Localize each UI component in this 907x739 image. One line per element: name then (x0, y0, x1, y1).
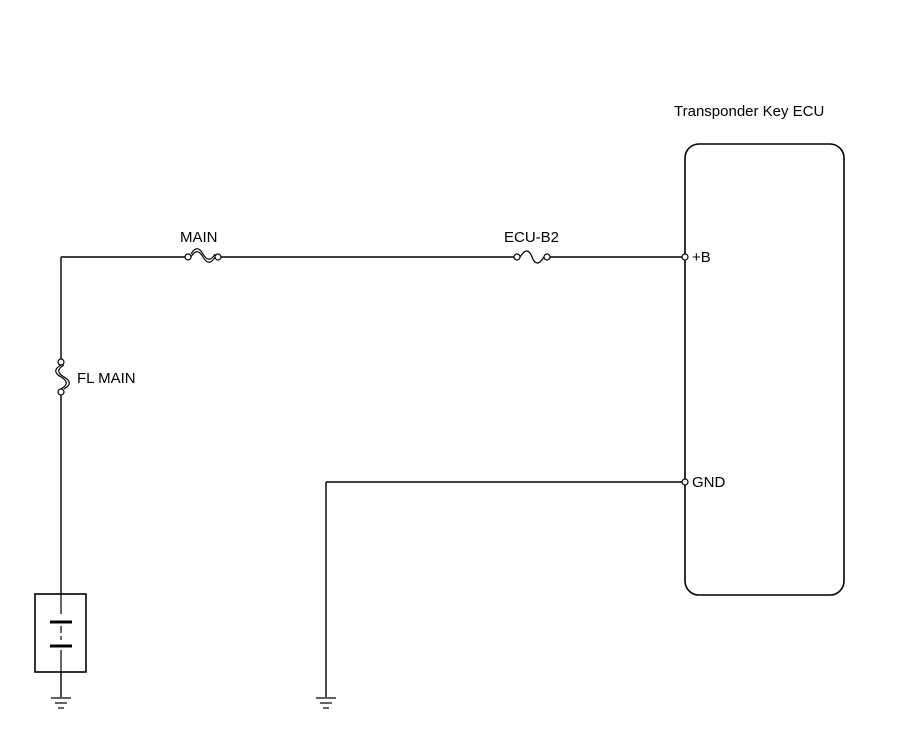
main-fuse-label: MAIN (180, 229, 218, 246)
gnd-pin-terminal (681, 478, 689, 486)
ecu-b2-fuse-icon (513, 250, 551, 264)
battery-icon (34, 593, 87, 673)
battery-ground-icon (51, 697, 71, 709)
gnd-pin-label: GND (692, 474, 726, 491)
ecu-title: Transponder Key ECU (674, 103, 824, 120)
fl-main-fuse-icon (55, 358, 70, 396)
fl-main-fuse-label: FL MAIN (77, 370, 136, 387)
b-pin-label: +B (692, 249, 711, 266)
ecu-b2-fuse-label: ECU-B2 (504, 229, 559, 246)
ecu-box (684, 143, 845, 596)
main-fuse-icon (184, 248, 222, 263)
b-pin-terminal (681, 253, 689, 261)
gnd-ground-icon (316, 697, 336, 709)
